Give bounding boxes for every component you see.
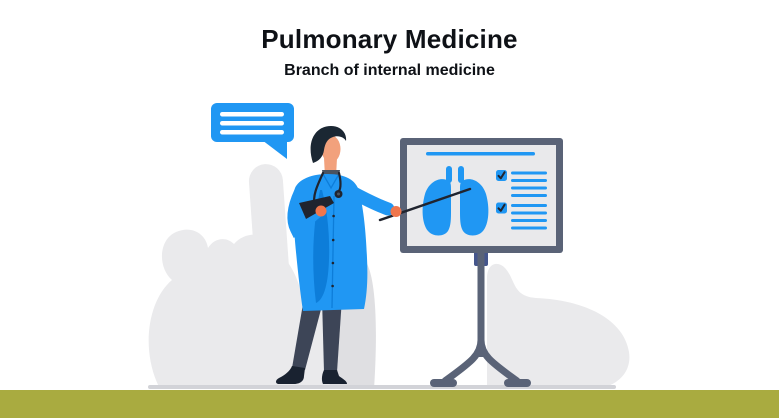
speech-bubble-icon (211, 103, 294, 159)
checklist-item-2 (496, 202, 547, 230)
ground-line (148, 385, 616, 389)
stand-foot-left (430, 379, 457, 387)
board-title-line (426, 152, 535, 156)
checkmark-icon (497, 203, 506, 212)
doctor-legs (276, 298, 347, 384)
coat-buttons (331, 214, 335, 288)
left-shoe (276, 366, 305, 384)
left-hand (315, 205, 327, 217)
speech-bubble-lines (220, 112, 284, 135)
stand-leg-right (477, 336, 521, 385)
lungs-icon (422, 166, 489, 236)
presentation-board (400, 138, 563, 387)
checklist-lines (511, 171, 547, 197)
checkmark-icon (497, 171, 506, 180)
speech-bubble-tail (262, 140, 287, 159)
right-arm (343, 184, 395, 216)
background-blob-right (487, 263, 630, 389)
page-subtitle: Branch of internal medicine (284, 61, 495, 79)
stand-leg-left (441, 336, 485, 385)
doctor-hair (310, 126, 347, 163)
left-arm (287, 186, 323, 238)
right-hand (390, 206, 402, 217)
footer-bar (0, 390, 779, 418)
coat-placket (322, 173, 340, 309)
page-title: Pulmonary Medicine (261, 24, 518, 54)
stand-pole (477, 253, 485, 357)
right-shoe (321, 370, 347, 384)
header: Pulmonary Medicine Branch of internal me… (0, 24, 779, 80)
stand-foot-right (504, 379, 531, 387)
checklist-lines (511, 204, 547, 230)
clipboard (299, 196, 334, 219)
doctor-figure (276, 126, 472, 384)
checklist-item-1 (496, 170, 547, 197)
